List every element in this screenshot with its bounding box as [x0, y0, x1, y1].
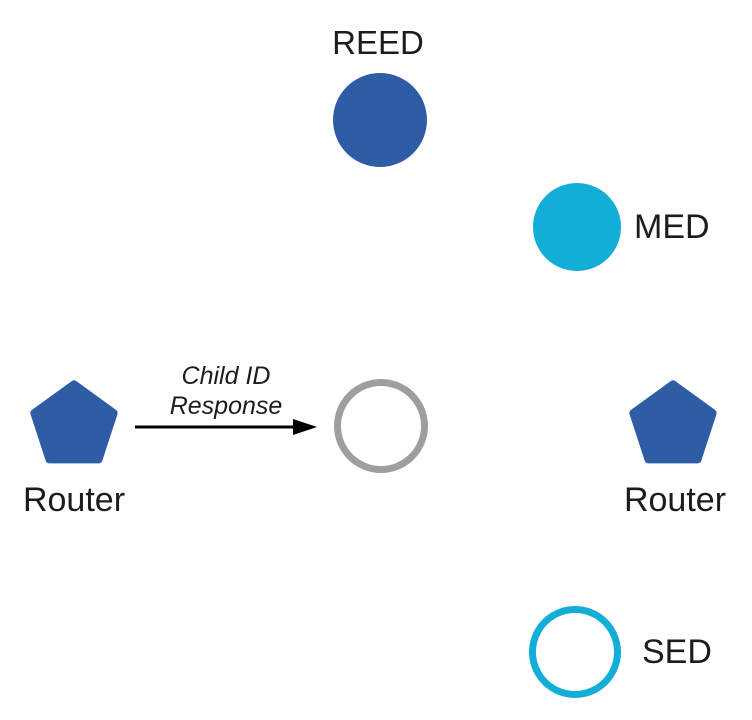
child-id-response-arrow — [135, 419, 317, 435]
sed-node-label: SED — [642, 633, 712, 671]
sed-node-circle — [529, 606, 621, 698]
med-node-label: MED — [634, 208, 710, 246]
joining-child-node-circle — [334, 379, 428, 473]
router-right-pentagon-icon — [629, 380, 717, 464]
med-node-circle — [533, 183, 621, 271]
reed-node-circle — [333, 73, 427, 167]
router-left-label: Router — [22, 481, 126, 519]
router-left-pentagon-icon — [30, 380, 118, 464]
arrow-label-line2: Response — [169, 392, 283, 420]
router-right-label: Router — [623, 481, 727, 519]
reed-node-label: REED — [332, 24, 424, 61]
arrow-label: Child ID Response — [146, 361, 306, 421]
arrow-label-line1: Child ID — [181, 362, 271, 390]
